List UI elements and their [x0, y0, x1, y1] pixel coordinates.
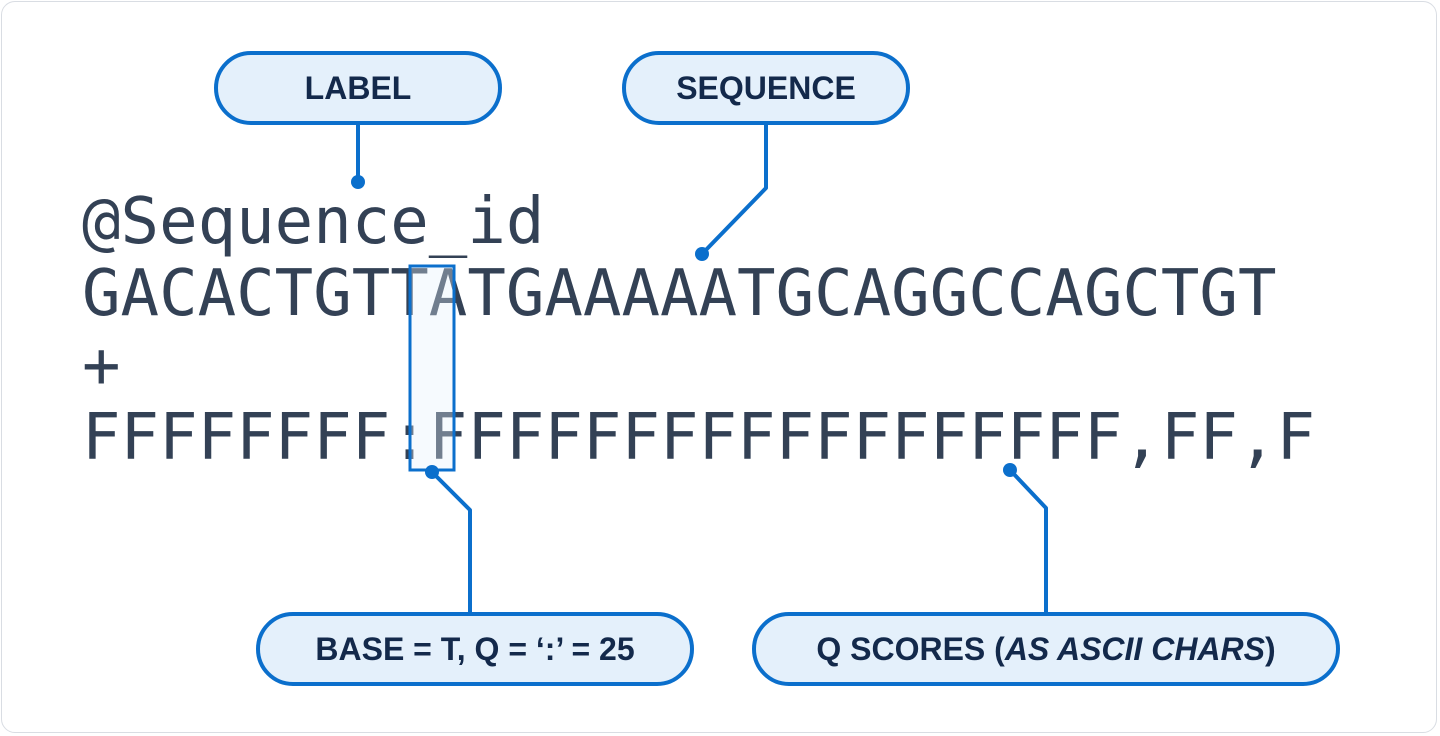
fastq-sequence-line: GACACTGTTATGAAAAATGCAGGCCAGCTGT [82, 257, 1277, 331]
base-quality-callout: BASE = T, Q = ‘:’ = 25 [256, 612, 694, 686]
fastq-label-line: @Sequence_id [82, 185, 545, 259]
q-scores-callout-italic: AS ASCII CHARS [1004, 630, 1265, 667]
label-callout: LABEL [214, 51, 502, 125]
fastq-quality-line: FFFFFFFF:FFFFFFFFFFFFFFFFFF,FF,F [82, 401, 1315, 475]
fastq-separator-line: + [82, 329, 121, 403]
sequence-callout-text: SEQUENCE [676, 69, 856, 106]
sequence-callout: SEQUENCE [622, 51, 910, 125]
label-callout-text: LABEL [304, 69, 412, 106]
base-quality-callout-text: BASE = T, Q = ‘:’ = 25 [315, 630, 635, 667]
q-scores-callout: Q SCORES (AS ASCII CHARS) [752, 612, 1340, 686]
q-scores-callout-prefix: Q SCORES ( [816, 630, 1005, 667]
q-scores-callout-suffix: ) [1264, 630, 1276, 667]
